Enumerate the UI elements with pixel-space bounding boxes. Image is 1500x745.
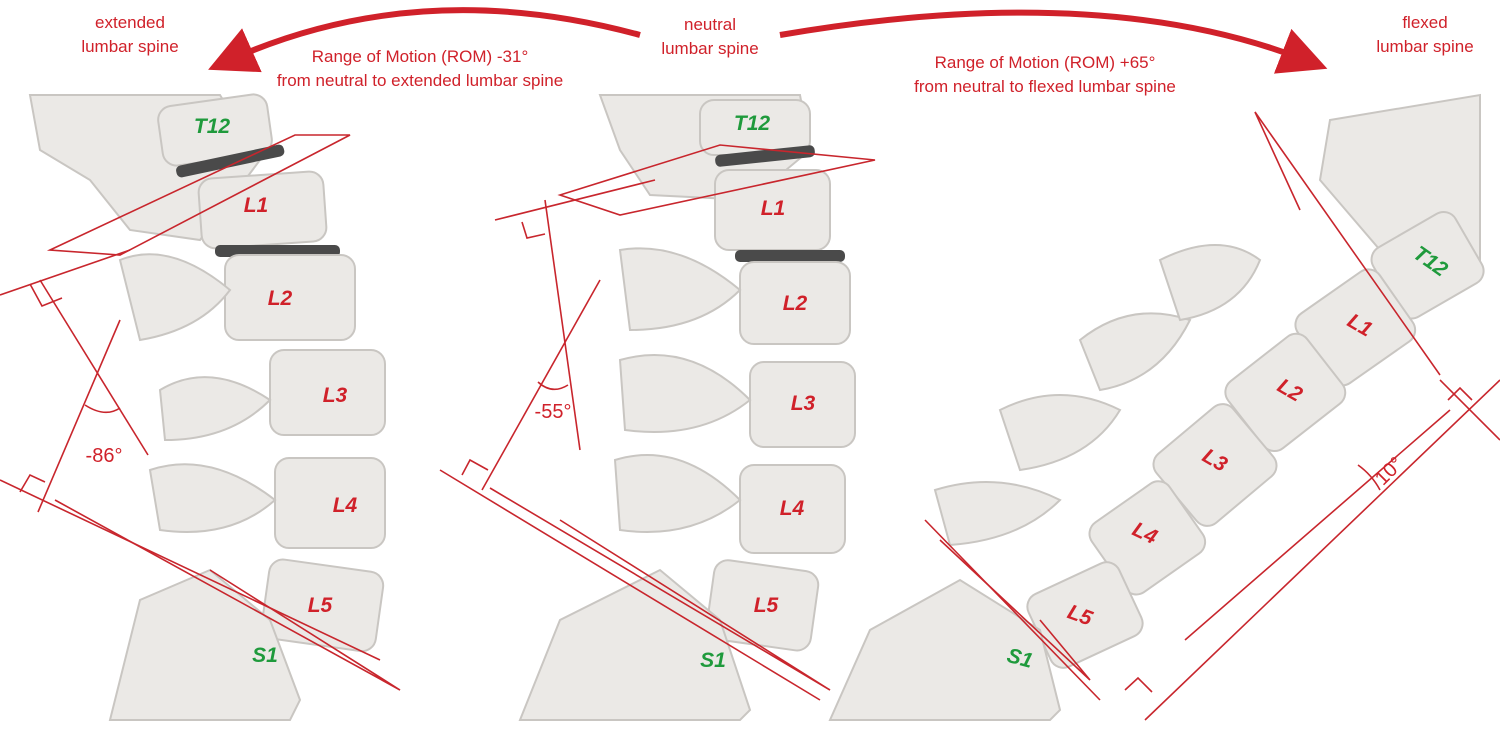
label-l4: L4 — [333, 494, 358, 517]
neutral-labels: T12 L1 L2 L3 L4 L5 S1 -55° — [535, 112, 816, 672]
label-l3: L3 — [323, 384, 348, 407]
label-l1: L1 — [244, 194, 269, 217]
label-l2: L2 — [783, 292, 808, 315]
label-l3: L3 — [791, 392, 816, 415]
label-s1: S1 — [700, 649, 726, 672]
label-l4: L4 — [780, 497, 805, 520]
label-t12: T12 — [734, 112, 771, 135]
flexed-spine — [828, 93, 1485, 721]
angle-neutral: -55° — [535, 401, 572, 423]
label-t12: T12 — [194, 115, 231, 138]
arrow-to-extended — [208, 7, 641, 73]
extended-labels: T12 L1 L2 L3 L4 L5 S1 -86° — [86, 115, 358, 667]
rom-flexion-text: Range of Motion (ROM) +65°from neutral t… — [914, 53, 1176, 96]
extended-spine — [28, 93, 386, 721]
arrow-to-flexed — [779, 9, 1328, 74]
label-l1: L1 — [761, 197, 786, 220]
label-s1: S1 — [252, 644, 278, 667]
rom-extension-text: Range of Motion (ROM) -31°from neutral t… — [277, 47, 563, 90]
measurement-lines — [0, 111, 1500, 721]
angle-extended: -86° — [86, 445, 123, 467]
label-l2: L2 — [268, 287, 293, 310]
label-l5: L5 — [308, 594, 333, 617]
label-l5: L5 — [754, 594, 779, 617]
